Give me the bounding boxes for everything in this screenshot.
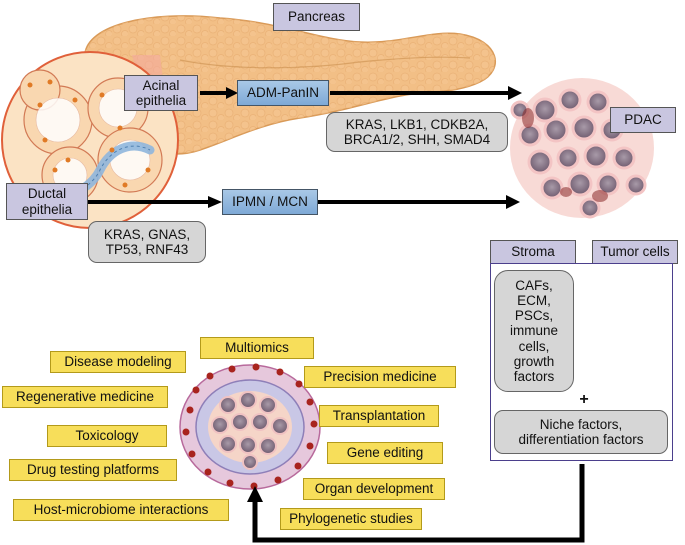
app-transplantation: Transplantation [319,405,439,427]
niche-factors-box: Niche factors, differentiation factors [494,410,668,454]
pdac-tumor-illustration [510,78,654,219]
app-phylogenetic-studies: Phylogenetic studies [280,508,422,530]
ipmn-mcn-label: IPMN / MCN [222,189,318,215]
tumor-cells-label: Tumor cells [592,240,678,264]
pdac-label: PDAC [610,107,676,133]
stroma-label: Stroma [490,240,576,264]
pancreas-label: Pancreas [273,3,360,31]
ductal-mutations-box: KRAS, GNAS, TP53, RNF43 [88,221,206,263]
arrows [88,86,585,543]
app-multiomics: Multiomics [200,337,314,359]
acinal-epithelia-label: Acinal epithelia [124,75,198,111]
plus-sign: + [579,391,589,409]
app-gene-editing: Gene editing [327,442,443,464]
app-drug-testing-platforms: Drug testing platforms [9,459,177,481]
app-host-microbiome: Host-microbiome interactions [13,499,229,521]
app-disease-modeling: Disease modeling [50,351,186,373]
adm-mutations-box: KRAS, LKB1, CDKB2A, BRCA1/2, SHH, SMAD4 [326,112,508,152]
app-precision-medicine: Precision medicine [304,366,456,388]
app-regenerative-medicine: Regenerative medicine [2,386,168,408]
app-organ-development: Organ development [303,478,445,500]
organoid-illustration [179,363,321,490]
ductal-epithelia-label: Ductal epithelia [6,183,88,220]
adm-panin-label: ADM-PanIN [237,80,329,106]
stroma-components-box: CAFs, ECM, PSCs, immune cells, growth fa… [494,270,574,392]
app-toxicology: Toxicology [47,425,167,447]
